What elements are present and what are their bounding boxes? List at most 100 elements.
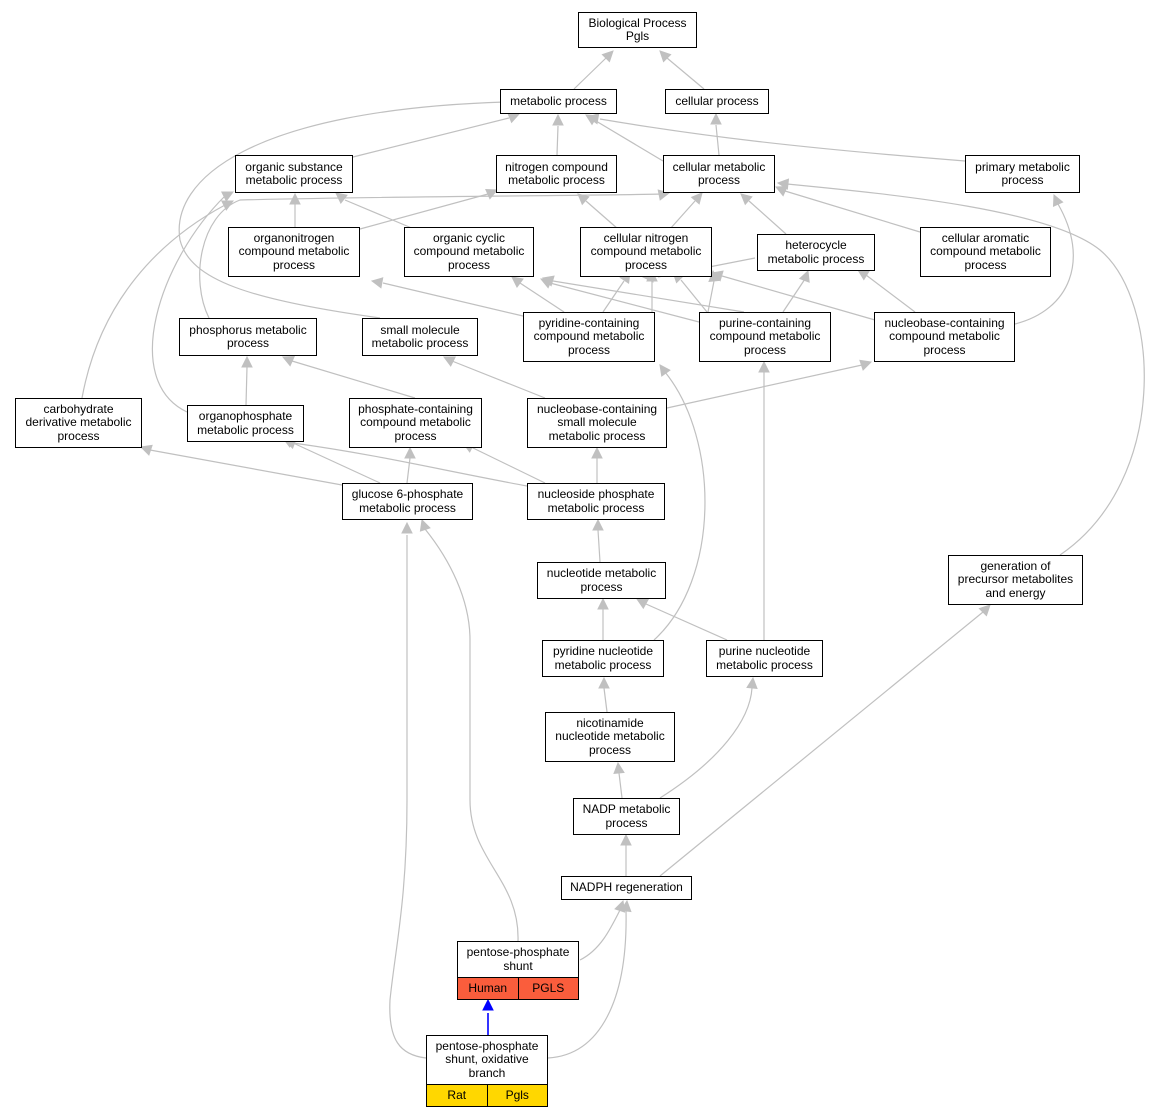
node-primary-metabolic-process[interactable]: primary metabolic process (965, 155, 1080, 193)
edge-arrowhead (740, 193, 753, 206)
edge-line (151, 195, 226, 413)
node-purine-containing-compound-metabolic-process[interactable]: purine-containing compound metabolic pro… (699, 312, 831, 362)
edge-line (782, 278, 806, 313)
node-label: nucleobase-containing compound metabolic… (884, 315, 1005, 357)
node-label: primary metabolic process (975, 159, 1070, 187)
edge-line (292, 442, 528, 487)
node-pentose-phosphate-shunt-oxidative-branch[interactable]: pentose-phosphate shunt, oxidative branc… (426, 1035, 548, 1107)
edge-line (579, 909, 621, 961)
annotation-row: Human PGLS (458, 977, 578, 999)
node-label: Biological Process Pgls (588, 15, 687, 43)
node-heterocycle-metabolic-process[interactable]: heterocycle metabolic process (757, 234, 875, 271)
edge-arrowhead (859, 359, 873, 371)
node-nicotinamide-nucleotide-metabolic-process[interactable]: nicotinamide nucleotide metabolic proces… (545, 712, 675, 762)
edge-arrowhead (690, 192, 703, 205)
node-pentose-phosphate-shunt[interactable]: pentose-phosphate shunt Human PGLS (457, 941, 579, 1000)
node-label: pyridine-containing compound metabolic p… (533, 315, 645, 357)
node-cellular-nitrogen-compound-metabolic-process[interactable]: cellular nitrogen compound metabolic pro… (580, 227, 712, 277)
node-glucose-6-phosphate-metabolic-process[interactable]: glucose 6-phosphate metabolic process (342, 483, 473, 520)
edge-arrowhead (370, 277, 384, 289)
edge-line (603, 687, 608, 713)
edge-arrowhead (139, 444, 153, 456)
edge-line (602, 280, 625, 313)
node-organic-substance-metabolic-process[interactable]: organic substance metabolic process (235, 155, 353, 193)
node-label: cellular nitrogen compound metabolic pro… (590, 230, 702, 272)
edge-arrowhead (613, 761, 625, 775)
edge-line (556, 125, 559, 156)
edge-arrowhead (659, 50, 672, 63)
node-label: NADPH regeneration (570, 880, 683, 895)
node-nitrogen-compound-metabolic-process[interactable]: nitrogen compound metabolic process (496, 155, 617, 193)
edge-arrowhead (710, 112, 722, 125)
edge-line (659, 611, 984, 877)
node-metabolic-process[interactable]: metabolic process (500, 89, 617, 114)
annotation-row: Rat Pgls (427, 1084, 547, 1106)
node-nadp-metabolic-process[interactable]: NADP metabolic process (573, 798, 680, 835)
node-nucleobase-containing-compound-metabolic-process[interactable]: nucleobase-containing compound metabolic… (874, 312, 1015, 362)
edge-line (470, 446, 546, 484)
node-label: organophosphate metabolic process (197, 409, 294, 437)
node-carbohydrate-derivative-metabolic-process[interactable]: carbohydrate derivative metabolic proces… (15, 398, 142, 448)
node-nadph-regeneration[interactable]: NADPH regeneration (561, 876, 692, 900)
node-pyridine-containing-compound-metabolic-process[interactable]: pyridine-containing compound metabolic p… (523, 312, 655, 362)
node-label: nucleobase-containing small molecule met… (536, 401, 658, 443)
node-organophosphate-metabolic-process[interactable]: organophosphate metabolic process (187, 405, 304, 442)
node-label: generation of precursor metabolites and … (957, 558, 1074, 600)
edge-arrowhead (511, 276, 524, 288)
edge-line (547, 909, 627, 1059)
edge-arrowhead (586, 112, 600, 125)
node-label: phosphate-containing compound metabolic … (358, 401, 473, 443)
node-pyridine-nucleotide-metabolic-process[interactable]: pyridine nucleotide metabolic process (542, 640, 664, 677)
node-label: metabolic process (510, 93, 607, 108)
node-biological-process-pgls[interactable]: Biological Process Pgls (578, 12, 697, 48)
edge-line (784, 190, 921, 233)
node-label: purine nucleotide metabolic process (716, 644, 813, 672)
node-organic-cyclic-compound-metabolic-process[interactable]: organic cyclic compound metabolic proces… (404, 227, 534, 277)
node-cellular-metabolic-process[interactable]: cellular metabolic process (663, 155, 775, 193)
edge-arrowhead (401, 521, 413, 534)
edge-line (406, 457, 411, 484)
edge-arrowhead (659, 364, 671, 377)
node-generation-of-precursor-metabolites-and-energy[interactable]: generation of precursor metabolites and … (948, 555, 1083, 605)
edge-arrowhead (552, 113, 564, 126)
edge-line (451, 360, 546, 399)
edge-line (81, 204, 226, 399)
edge-arrowhead (539, 277, 553, 289)
node-organonitrogen-compound-metabolic-process[interactable]: organonitrogen compound metabolic proces… (228, 227, 360, 277)
edge-line (680, 279, 708, 313)
edge-line (1014, 203, 1074, 325)
edge-line (178, 101, 506, 319)
node-purine-nucleotide-metabolic-process[interactable]: purine nucleotide metabolic process (706, 640, 823, 677)
node-phosphorus-metabolic-process[interactable]: phosphorus metabolic process (179, 318, 317, 356)
node-nucleobase-containing-small-molecule-metabolic-process[interactable]: nucleobase-containing small molecule met… (527, 398, 667, 448)
edge-line (786, 183, 1145, 556)
edge-line (290, 441, 381, 484)
edge-line (519, 282, 565, 313)
edge-line (359, 193, 489, 230)
edge-line (599, 118, 966, 162)
node-cellular-aromatic-compound-metabolic-process[interactable]: cellular aromatic compound metabolic pro… (920, 227, 1051, 277)
node-nucleoside-phosphate-metabolic-process[interactable]: nucleoside phosphate metabolic process (527, 483, 665, 520)
edge-line (389, 535, 427, 1059)
node-label: cellular process (675, 93, 759, 108)
edge-line (597, 529, 601, 563)
edge-line (199, 193, 665, 319)
node-nucleotide-metabolic-process[interactable]: nucleotide metabolic process (537, 562, 666, 599)
node-label: pyridine nucleotide metabolic process (552, 644, 654, 672)
node-label: nucleoside phosphate metabolic process (537, 487, 655, 515)
node-phosphate-containing-compound-metabolic-process[interactable]: phosphate-containing compound metabolic … (349, 398, 482, 448)
edge-line (645, 603, 728, 641)
edge-line (715, 124, 720, 156)
edge-line (352, 117, 510, 158)
node-small-molecule-metabolic-process[interactable]: small molecule metabolic process (362, 318, 478, 356)
edge-arrowhead (241, 355, 253, 368)
edge-arrowhead (281, 355, 295, 367)
edge-line (666, 364, 863, 409)
edge-arrowhead (443, 356, 456, 367)
node-label: NADP metabolic process (582, 802, 671, 830)
node-label: cellular aromatic compound metabolic pro… (930, 230, 1041, 272)
node-cellular-process[interactable]: cellular process (665, 89, 769, 114)
node-label: phosphorus metabolic process (189, 322, 307, 350)
edge-line (382, 282, 524, 317)
edge-arrowhead (1052, 193, 1064, 207)
